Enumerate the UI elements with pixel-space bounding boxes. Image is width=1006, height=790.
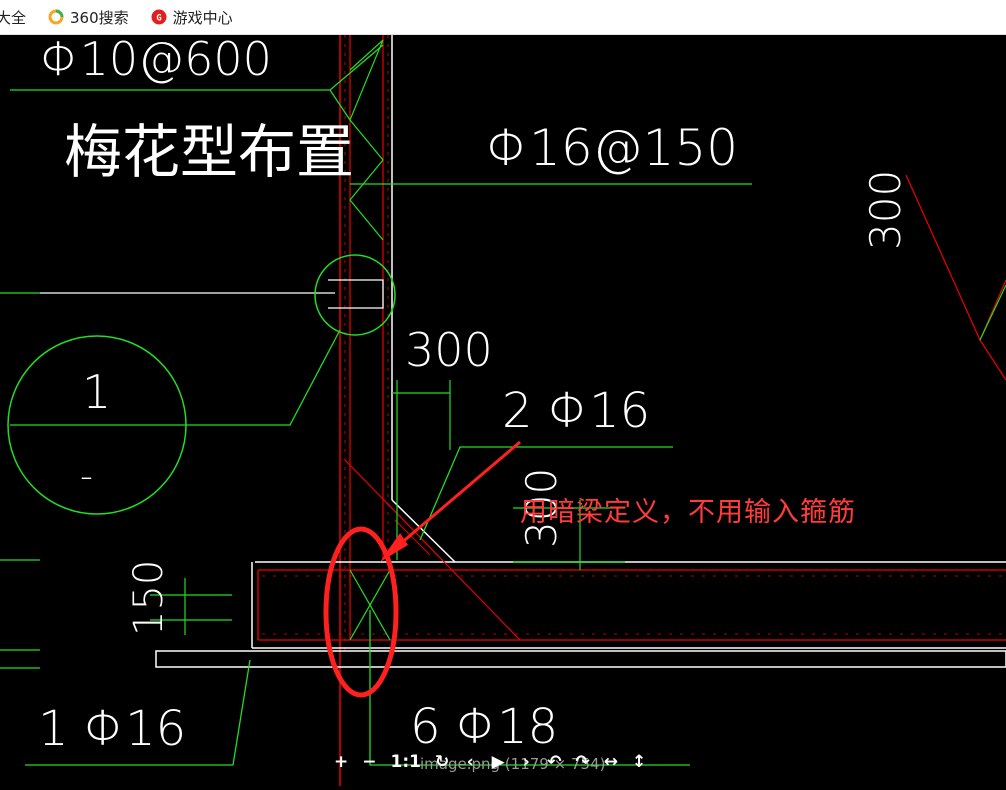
previous-button[interactable]: ‹ (466, 752, 474, 772)
actual-size-button[interactable]: 1:1 (390, 752, 421, 772)
flip-horizontal-icon[interactable]: ↔ (603, 752, 618, 772)
image-viewer-canvas: Φ10@600 梅花型布置 Φ16@150 300 2 Φ16 1 - 300 … (0, 32, 1006, 786)
zoom-in-button[interactable]: + (334, 752, 349, 772)
section-number: 1 (82, 365, 111, 419)
viewer-toolbar: + − 1:1 ↻ ‹ ▶ › ↶ ↷ ↔ ↕ (334, 750, 646, 774)
cad-drawing: Φ10@600 梅花型布置 Φ16@150 300 2 Φ16 1 - 300 … (0, 32, 1006, 786)
rebar-label-6-18: 6 Φ18 (410, 699, 558, 755)
next-button[interactable]: › (522, 752, 530, 772)
360-search-icon (48, 9, 64, 25)
rebar-label-2-16: 2 Φ16 (502, 383, 650, 439)
bookmark-label: 360搜索 (70, 8, 129, 27)
rotate-left-icon[interactable]: ↶ (547, 752, 562, 772)
dim-300-beam: 300 (517, 468, 566, 548)
dim-150: 150 (126, 560, 172, 636)
dim-300-wall: 300 (405, 323, 493, 377)
drawing-title: 梅花型布置 (64, 118, 354, 186)
refresh-icon[interactable]: ↻ (434, 752, 450, 772)
dim-300-right: 300 (861, 170, 910, 250)
top-rebar-label: Φ10@600 (40, 35, 272, 86)
play-button[interactable]: ▶ (491, 752, 505, 772)
bookmark-item-daquan[interactable]: 大全 (0, 7, 26, 28)
section-dash: - (80, 456, 93, 497)
annotation-note: 用暗梁定义，不用输入箍筋 (520, 497, 856, 528)
bookmark-item-game-center[interactable]: G 游戏中心 (151, 7, 233, 28)
zoom-out-button[interactable]: − (362, 752, 377, 772)
rebar-label-1-16: 1 Φ16 (38, 701, 186, 757)
game-center-icon: G (151, 9, 167, 25)
image-caption: image.png (1179 × 754) (420, 755, 606, 773)
flip-vertical-icon[interactable]: ↕ (631, 752, 647, 772)
rebar-label-16-150: Φ16@150 (486, 119, 738, 177)
bookmark-label: 游戏中心 (172, 8, 233, 27)
rotate-right-icon[interactable]: ↷ (575, 752, 590, 772)
bookmark-label: 大全 (0, 8, 27, 27)
svg-text:G: G (156, 14, 161, 24)
bookmarks-bar: 大全 360搜索 G 游戏中心 (0, 0, 1006, 35)
bookmark-item-360search[interactable]: 360搜索 (48, 7, 129, 28)
